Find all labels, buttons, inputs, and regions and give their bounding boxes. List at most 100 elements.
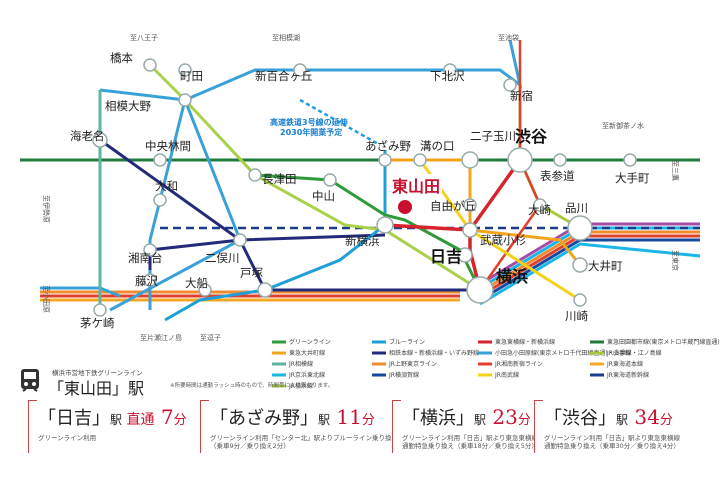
- station-kawasaki: 川崎: [565, 309, 588, 323]
- travel-time-detail: グリーンライン利用「日吉」駅より東急東横線 通勤特急乗り換え（乗車30分／乗り換…: [544, 434, 681, 450]
- station-musashikosugi: 武蔵小杉: [480, 233, 526, 247]
- travel-time-box: 「日吉」駅 直通 7分グリーンライン利用: [28, 400, 193, 464]
- legend-label: 東急田園都市線(東京メトロ半蔵門線直通): [607, 338, 720, 346]
- time-suffix: 駅: [318, 413, 331, 427]
- time-suffix: 駅: [474, 413, 487, 427]
- time-unit: 分: [517, 413, 531, 428]
- travel-time-box: 「横浜」駅 23分グリーンライン利用「日吉」駅より東急東横線 通勤特急乗り換え（…: [392, 400, 538, 464]
- shonan-shinjuku-line: [478, 40, 542, 291]
- station-azamino: あざみ野: [365, 139, 411, 153]
- station-totsuka: 戸塚: [240, 266, 263, 280]
- home-label-bg: [390, 174, 442, 196]
- legend-label: JR湘南新宿ライン: [494, 360, 543, 368]
- legend-label: JR東海道本線: [606, 360, 643, 368]
- travel-time-heading: 「渋谷」駅 34分: [544, 404, 673, 430]
- time-unit: 分: [361, 413, 375, 428]
- station-shinyokohama: 新横浜: [345, 234, 380, 248]
- station-jiyugaoka: 自由が丘: [430, 199, 476, 213]
- line-name: 横浜市営地下鉄グリーンライン: [52, 369, 143, 377]
- station-shinjuku: 新宿: [510, 89, 533, 103]
- station-chigasaki: 茅ケ崎: [80, 316, 115, 330]
- station-yamato: 大和: [155, 179, 178, 193]
- time-station: 「渋谷」: [544, 408, 616, 429]
- legend-label: 小田急小田原線(東京メトロ千代田線直通)・多摩線・江ノ島線: [495, 349, 662, 357]
- time-prefix: 直通: [122, 412, 155, 428]
- yokohama-line: [148, 63, 481, 292]
- time-station: 「横浜」: [402, 408, 474, 429]
- time-suffix: 駅: [110, 413, 123, 427]
- station-sagamiono: 相模大野: [105, 99, 151, 113]
- travel-time-heading: 「日吉」駅 直通 7分: [38, 404, 187, 430]
- shinyokohama-line: [384, 223, 471, 232]
- dir-ikebukuro: 至池袋: [498, 33, 519, 42]
- time-minutes: 23: [486, 405, 518, 429]
- station-markers: [92, 58, 637, 317]
- dir-shinochanomizu: 至新御茶ノ水: [602, 121, 644, 130]
- home-station-label: 東山田: [392, 177, 440, 196]
- travel-time-heading: 「横浜」駅 23分: [402, 404, 531, 430]
- station-fujisawa: 藤沢: [135, 274, 158, 288]
- extension-note-line1: 高速鉄道3号線の延伸: [270, 117, 348, 127]
- extension-note-line2: 2030年開業予定: [280, 127, 342, 137]
- legend-label: JR南武線: [494, 371, 519, 379]
- travel-time-detail: グリーンライン利用「日吉」駅より東急東横線 通勤特急乗り換え（乗車18分／乗り換…: [402, 434, 539, 450]
- travel-time-box: 「あざみ野」駅 11分グリーンライン利用「センター北」駅よりブルーライン乗り換え…: [200, 400, 398, 464]
- station-ebina: 海老名: [70, 129, 105, 143]
- station-chuorinkan: 中央林間: [145, 139, 191, 153]
- legend-label: JR横浜線: [288, 382, 313, 390]
- station-ohsaki: 大崎: [528, 203, 551, 217]
- station-futamatagawa: 二俣川: [205, 251, 240, 265]
- time-minutes: 7: [154, 405, 174, 429]
- dir-tokyo: 至東京: [671, 250, 680, 271]
- station-labels: 橋本 町田 新百合ヶ丘 下北沢 新宿 相模大野 海老名 中央林間 あざみ野 溝の…: [70, 51, 650, 330]
- travel-time-detail: グリーンライン利用: [38, 434, 97, 442]
- dir-isehara: 至伊勢原: [42, 195, 51, 223]
- blue-line: [164, 150, 387, 322]
- time-unit: 分: [173, 413, 187, 428]
- dir-hachioji: 至八王子: [130, 34, 158, 42]
- brand-block: 横浜市営地下鉄グリーンライン 「東山田」駅 ※所要時間は通勤ラッシュ時のもので、…: [18, 367, 333, 398]
- station-mizonokuchi: 溝の口: [420, 139, 455, 153]
- legend-label: 東急大井町線: [289, 349, 325, 357]
- time-station: 「あざみ野」: [210, 408, 318, 429]
- dir-mitaka: 至三鷹: [671, 160, 680, 181]
- extension-line: [299, 98, 381, 147]
- legend-label: グリーンライン: [289, 338, 331, 346]
- station-yokohama: 横浜: [496, 267, 528, 286]
- legend-label: JR京浜東北線: [288, 371, 325, 379]
- legend-label: JR横須賀線: [388, 371, 419, 379]
- time-station: 「日吉」: [38, 408, 110, 429]
- toyoko-line: [468, 158, 522, 291]
- station-futakotamagawa: 二子玉川: [470, 129, 516, 143]
- line-legend: グリーンライン ブルーライン 東急東横線・新横浜線 東急田園都市線(東京メトロ半蔵門線…: [272, 338, 720, 390]
- station-omotesando: 表参道: [540, 169, 575, 183]
- station-ofuna: 大船: [185, 276, 208, 290]
- legend-label: JR上野東京ライン: [388, 360, 437, 368]
- legend-label: JR山手線: [606, 349, 631, 357]
- station-shinagawa: 品川: [565, 201, 588, 215]
- train-icon: [21, 369, 39, 392]
- station-hashimoto: 橋本: [110, 51, 133, 65]
- station-shinyurigaoka: 新百合ヶ丘: [255, 69, 313, 83]
- time-suffix: 駅: [616, 413, 629, 427]
- dir-katasenoshima: 至片瀬江ノ島: [140, 333, 182, 342]
- home-station-marker: [396, 198, 414, 216]
- station-nakayama: 中山: [312, 189, 335, 203]
- direction-labels: 至八王子 至相模湖 至池袋 至新御茶ノ水 至伊勢原 至三鷹 至小田原 至東京 至…: [42, 33, 680, 342]
- station-shibuya: 渋谷: [515, 127, 548, 146]
- legend-label: 東急東横線・新横浜線: [495, 338, 555, 346]
- station-machida: 町田: [180, 69, 203, 83]
- legend-label: 相鉄本線・新横浜線・いずみ野線: [389, 349, 479, 357]
- station-hiyoshi: 日吉: [430, 247, 462, 266]
- legend-label: JR東海道新幹線: [606, 371, 649, 379]
- travel-time-box: 「渋谷」駅 34分グリーンライン利用「日吉」駅より東急東横線 通勤特急乗り換え（…: [534, 400, 704, 464]
- station-otemachi: 大手町: [615, 171, 650, 185]
- brand-station: 「東山田」駅: [48, 379, 145, 398]
- dir-zushi: 至逗子: [200, 333, 221, 342]
- brand-note: ※所要時間は通勤ラッシュ時のもので、時間帯により異なります。: [170, 383, 334, 389]
- time-minutes: 34: [628, 405, 660, 429]
- station-nagatsuta: 長津田: [262, 172, 297, 186]
- travel-time-heading: 「あざみ野」駅 11分: [210, 404, 375, 430]
- legend-label: ブルーライン: [389, 338, 425, 346]
